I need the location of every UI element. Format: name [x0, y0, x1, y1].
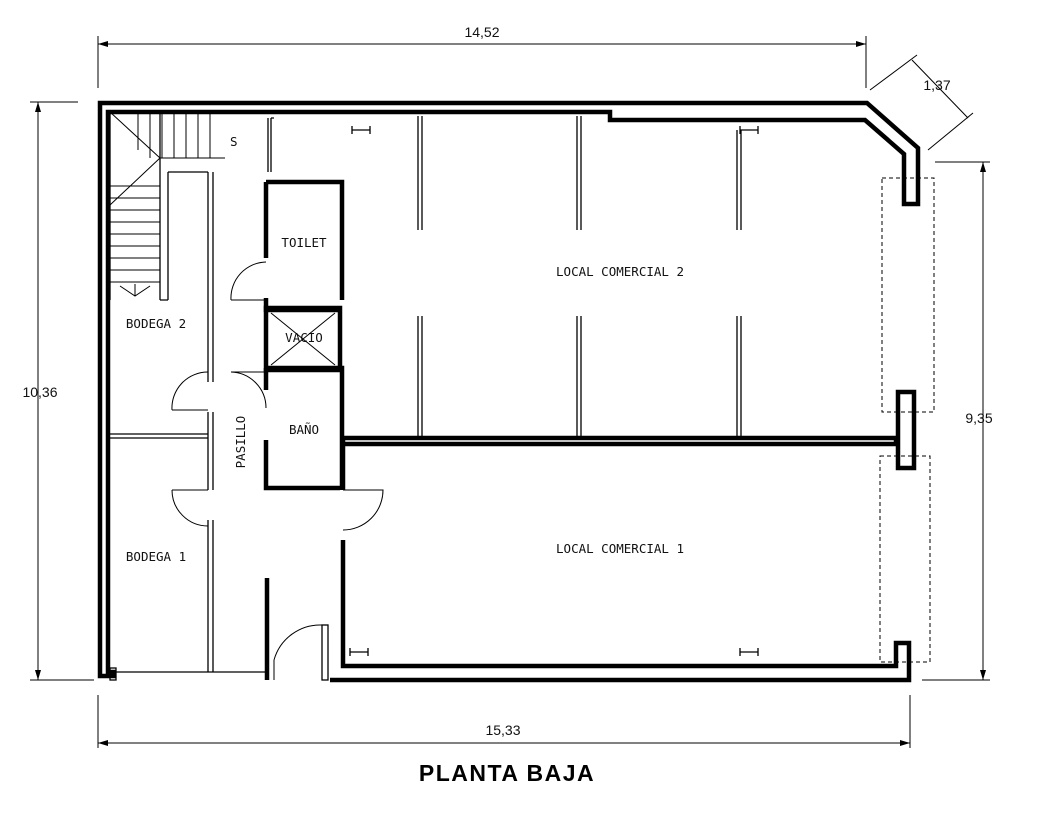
- dimension-top: 14,52: [464, 24, 499, 40]
- room-label-pasillo: PASILLO: [233, 416, 248, 469]
- dimension-bottom: 15,33: [485, 722, 520, 738]
- column-markers: [349, 126, 759, 656]
- dimension-left: 10,36: [22, 384, 57, 400]
- room-label-local-comercial-2: LOCAL COMERCIAL 2: [556, 264, 684, 279]
- room-label-bano: BAÑO: [289, 422, 319, 437]
- dimension-lines: [30, 36, 990, 748]
- room-label-toilet: TOILET: [281, 235, 327, 250]
- interior-walls: [108, 116, 917, 673]
- vacio-cross: [270, 312, 336, 366]
- room-label-local-comercial-1: LOCAL COMERCIAL 1: [556, 541, 684, 556]
- stair-label: S: [230, 134, 238, 149]
- dashed-windows: [879, 177, 935, 663]
- room-label-vacio: VACIO: [285, 330, 323, 345]
- drawing-title: PLANTA BAJA: [419, 760, 595, 786]
- doors: [171, 261, 384, 680]
- exterior-walls: [97, 100, 921, 683]
- room-label-bodega-2: BODEGA 2: [126, 316, 186, 331]
- staircase: [109, 111, 225, 300]
- dimension-right: 9,35: [965, 410, 992, 426]
- dimension-corner: 1,37: [923, 77, 950, 93]
- room-label-bodega-1: BODEGA 1: [126, 549, 186, 564]
